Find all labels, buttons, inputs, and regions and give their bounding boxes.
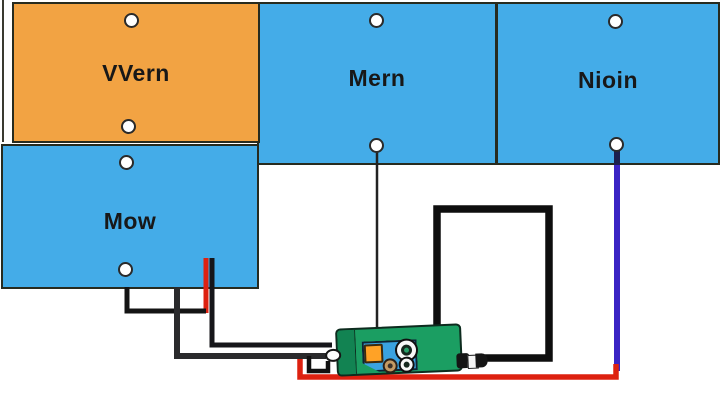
mounting-hole	[608, 14, 623, 29]
mounting-hole	[119, 155, 134, 170]
terminal-pin	[387, 363, 393, 369]
panel-nioin-label: Nioin	[578, 67, 638, 93]
panel-mern-label: Mern	[348, 65, 406, 91]
panel-mow-label: Mow	[103, 208, 157, 234]
bottom-red-wire	[297, 357, 619, 380]
mounting-hole	[609, 137, 624, 152]
right-bullet-connector-tip	[475, 353, 488, 368]
mounting-hole	[121, 119, 136, 134]
mow-black-wire-1	[124, 287, 206, 314]
mounting-hole	[369, 13, 384, 28]
mounting-hole	[118, 262, 133, 277]
battery-black-lead	[209, 258, 332, 348]
round-connector-small-icon	[398, 356, 415, 374]
connector-pin	[403, 361, 410, 368]
mounting-hole	[369, 138, 384, 153]
mow-black-wire-2	[174, 287, 326, 359]
panel-nioin: Nioin	[496, 2, 720, 165]
thick-black-loop	[433, 205, 553, 362]
bronze-terminal-icon	[382, 358, 399, 374]
board-u-loop	[306, 356, 331, 374]
orange-button	[363, 343, 384, 364]
mounting-hole	[124, 13, 139, 28]
controller-module	[324, 323, 488, 377]
panel-wern-label: VVern	[102, 60, 170, 86]
